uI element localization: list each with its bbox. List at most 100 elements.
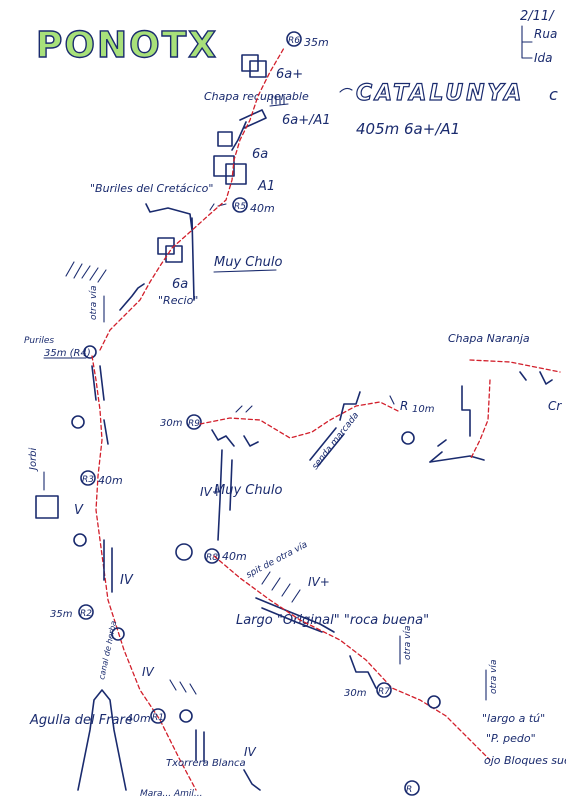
svg-text:R9: R9 — [188, 419, 200, 429]
step-r7 — [349, 655, 377, 689]
route-chapa — [469, 359, 561, 373]
tree-r1 — [179, 709, 193, 723]
relay-r8: R8 40m — [204, 548, 247, 564]
grade-6a-plus-a1: 6a+/A1 — [282, 113, 331, 128]
recio-label: "Recio" — [158, 294, 198, 307]
spit-otra-via: spit de otra vía — [245, 540, 310, 581]
largo-a-tope: "largo a tú" — [482, 712, 545, 725]
relay-r7: R7 30m — [344, 682, 392, 699]
tree-r2 — [111, 627, 125, 641]
grade-iv-plus-right: IV+ — [308, 575, 330, 589]
grade-iv-bottom: IV — [142, 665, 155, 679]
svg-text:R2: R2 — [80, 609, 92, 619]
grade-6a-mid: 6a — [252, 147, 268, 162]
relay-r10: R 10m — [389, 395, 435, 415]
jorbi-label: Jorbi — [28, 447, 39, 472]
chimney-iv-plus — [217, 449, 233, 541]
block-a1-outer — [213, 155, 235, 177]
tree-r4 — [83, 345, 97, 359]
chimney-upper — [91, 365, 105, 401]
relay-r9: R9 30m — [160, 414, 202, 430]
svg-text:35m: 35m — [304, 36, 329, 49]
tree-r8 — [175, 543, 193, 561]
puriles-label: Puriles — [24, 336, 54, 346]
grade-v: V — [74, 503, 84, 518]
relay-r6-circle — [286, 31, 302, 47]
tree-r10 — [401, 431, 415, 445]
grade-iv-plus-center: IV+ — [200, 485, 222, 499]
tree-r7 — [427, 695, 441, 709]
largo-slab — [255, 597, 335, 633]
relay-r5: R5 40m — [232, 197, 275, 215]
crack-low — [119, 283, 145, 311]
ojo-bloques: ojo Bloques sueltos — [484, 754, 566, 767]
date-label: 2/11/ — [520, 9, 555, 24]
block-6a — [217, 131, 233, 147]
hatch-center — [261, 571, 301, 603]
route-title: PONOTX — [36, 25, 218, 66]
svg-text:R: R — [406, 785, 412, 795]
block-a1-inner — [225, 163, 247, 185]
grade-iv-left: IV — [120, 573, 134, 588]
relay-r6: R6 35m — [286, 31, 329, 49]
svg-text:R1: R1 — [152, 713, 164, 723]
svg-text:40m: 40m — [250, 202, 275, 215]
chapa-naranja: Chapa Naranja — [448, 332, 530, 345]
chimney-iv — [103, 539, 113, 593]
svg-text:30m: 30m — [160, 418, 183, 429]
tree-mid-left — [71, 415, 85, 429]
jorbi-block — [35, 495, 59, 519]
legend-rua: Rua — [534, 27, 557, 41]
anchor-mark — [209, 203, 227, 211]
svg-text:R7: R7 — [378, 687, 390, 697]
chimney-bottom — [195, 729, 205, 763]
svg-text:40m: 40m — [126, 712, 151, 725]
relay-r-bottom: R — [404, 780, 420, 796]
muy-chulo-mid: Muy Chulo — [214, 483, 282, 498]
buriles-label: "Buriles del Cretácico" — [90, 182, 213, 195]
hatch-left — [65, 261, 107, 283]
otra-via-1: otra vía — [89, 286, 99, 320]
muy-chulo-underline — [213, 269, 277, 273]
relay-r2: R2 35m — [50, 604, 94, 620]
r10-pointer — [389, 395, 395, 405]
title-block: PONOTX — [35, 24, 218, 66]
svg-text:R6: R6 — [288, 36, 300, 46]
ledges-r9 — [211, 429, 259, 447]
ledge-right — [429, 455, 485, 463]
muy-chulo-top: Muy Chulo — [214, 255, 282, 270]
svg-text:35m: 35m — [50, 609, 73, 620]
svg-text:30m: 30m — [344, 688, 367, 699]
wall-line-r5 — [191, 217, 195, 301]
route-center-top — [199, 401, 401, 439]
grade-a1: A1 — [257, 179, 275, 194]
svg-text:R3: R3 — [82, 475, 94, 485]
relay-r3: R3 40m — [80, 470, 123, 487]
region-label: CATALUNYA — [356, 81, 524, 106]
senda-path — [309, 427, 345, 467]
roof-block-2 — [249, 60, 267, 78]
svg-text:10m: 10m — [412, 404, 435, 415]
cr-edge: Cr — [548, 399, 562, 413]
svg-text:40m: 40m — [98, 474, 123, 487]
arrow-ne — [429, 439, 447, 463]
pitch-line-top — [231, 121, 247, 151]
grade-6a-low: 6a — [172, 277, 188, 292]
svg-text:R: R — [400, 399, 408, 413]
svg-text:R8: R8 — [206, 553, 218, 563]
senda-marcada: senda marcada — [310, 411, 361, 472]
hatch-bottom — [169, 679, 197, 695]
svg-text:40m: 40m — [222, 550, 247, 563]
xx-marks — [235, 405, 253, 413]
route-upper — [99, 47, 285, 351]
right-wall — [461, 371, 553, 437]
p-pedo: "P. pedo" — [486, 732, 536, 745]
hatch-top — [269, 95, 289, 107]
r4-length: 35m (R4) — [44, 348, 91, 359]
agulla-frare-outline — [77, 689, 127, 791]
buriles-ledge — [145, 203, 193, 231]
grade-iv-bottom2: IV — [244, 745, 257, 759]
grade-6a-plus-top: 6a+ — [276, 67, 303, 82]
